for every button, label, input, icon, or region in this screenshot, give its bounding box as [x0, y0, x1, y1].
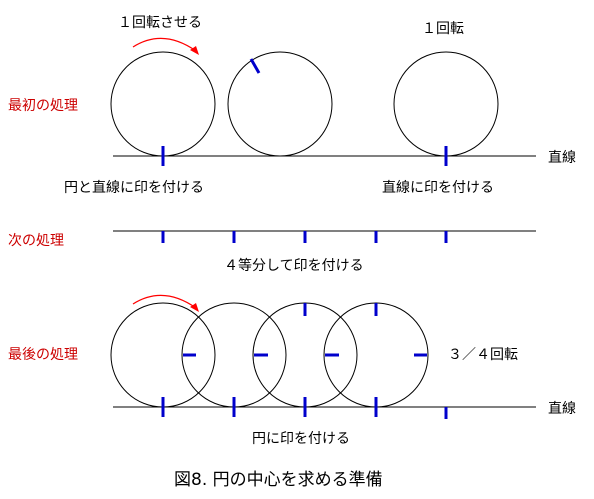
circle-rolling [227, 51, 333, 157]
step-last-label: 最後の処理 [8, 347, 78, 363]
circle-after-one-turn [393, 51, 499, 157]
rotation-arrowhead-1 [190, 46, 199, 55]
mark-circle-line-label: 円と直線に印を付ける [64, 179, 204, 196]
mark-line-label: 直線に印を付ける [382, 179, 494, 196]
circle-pos-2 [252, 302, 358, 408]
rotation-arrow-1 [132, 37, 197, 52]
rotation-arrowhead-2 [190, 303, 199, 312]
one-turn-label: １回転 [422, 21, 464, 37]
line-label-1: 直線 [548, 149, 576, 166]
mark-circle-label: 円に印を付ける [252, 431, 350, 447]
quarter-mark-label: ４等分して印を付ける [224, 257, 364, 274]
step-first-label: 最初の処理 [8, 97, 78, 114]
line-label-2: 直線 [548, 400, 576, 417]
circle-pos-0 [110, 302, 216, 408]
figure-caption: 図8. 円の中心を求める準備 [174, 470, 383, 490]
mark-on-rolling-circle [249, 58, 261, 74]
circle-start [110, 51, 216, 157]
rotation-arrow-2 [132, 294, 197, 309]
rotate-once-label: １回転させる [118, 15, 202, 31]
circle-pos-3 [323, 302, 429, 408]
circle-pos-1 [181, 302, 287, 408]
step-next-label: 次の処理 [8, 233, 64, 249]
three-quarter-label: ３／４回転 [448, 347, 518, 363]
